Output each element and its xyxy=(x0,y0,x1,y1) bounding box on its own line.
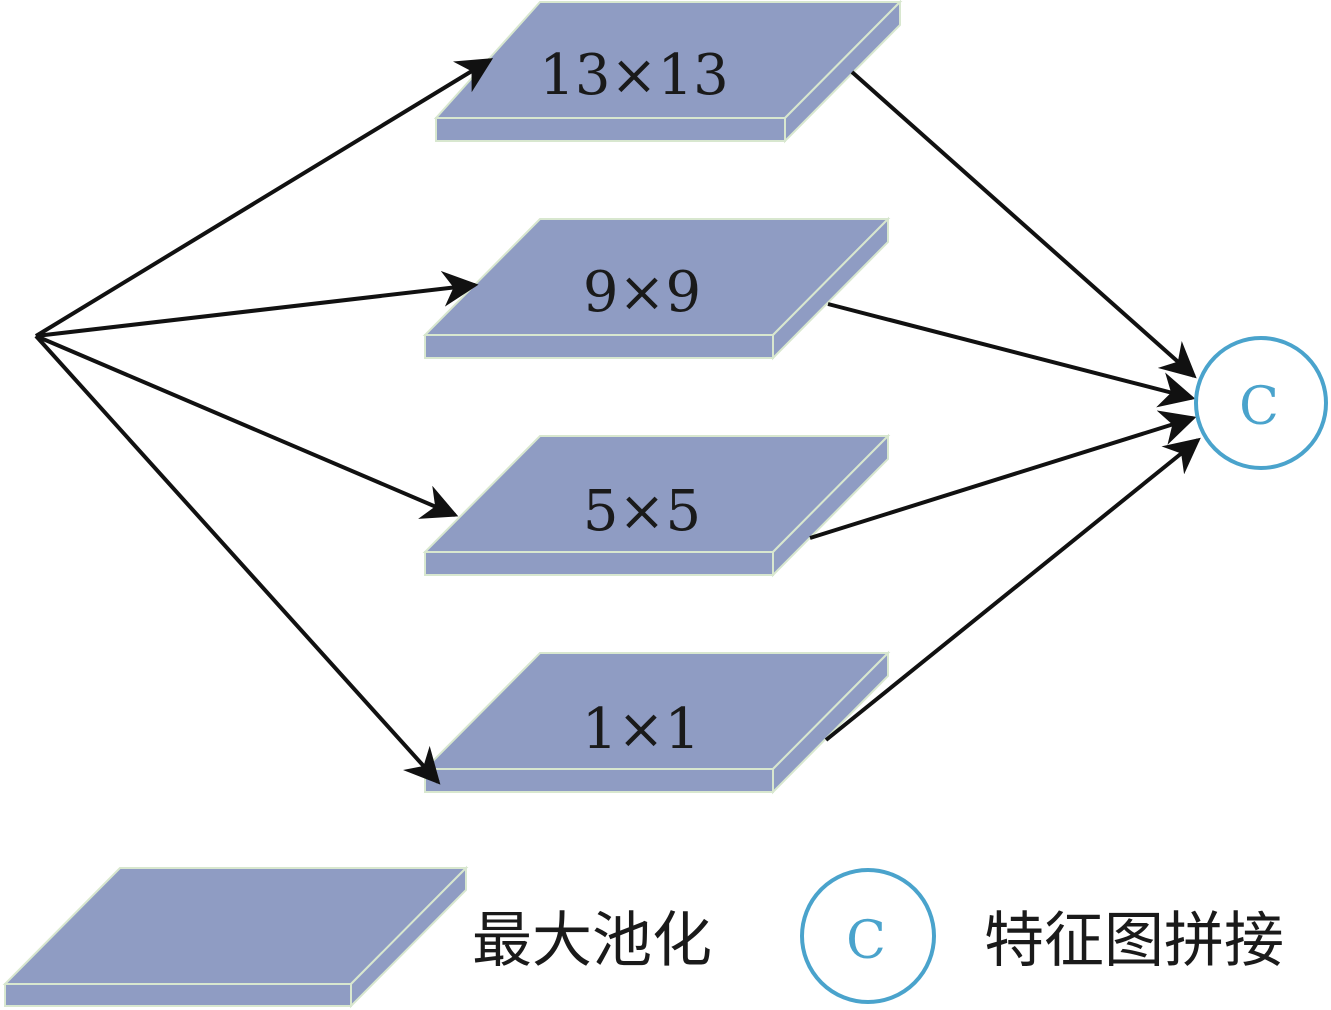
arrow-input-to-5x5 xyxy=(35,334,459,519)
slab-side xyxy=(784,0,901,144)
slab-front xyxy=(424,768,774,793)
slab-front xyxy=(424,551,774,576)
arrow-input-to-13x13 xyxy=(34,58,494,338)
concat-node: C xyxy=(1194,336,1328,470)
legend: 最大池化 C 特征图拼接 xyxy=(2,865,1284,1009)
slab-side xyxy=(772,216,889,361)
legend-pooling-label: 最大池化 xyxy=(472,906,712,976)
pool-branch-5x5: 5×5 xyxy=(422,433,891,578)
legend-concat-symbol: C xyxy=(846,911,886,971)
input-arrows xyxy=(34,58,494,785)
pool-branch-1x1: 1×1 xyxy=(422,650,891,795)
arrow-5x5-to-concat xyxy=(809,410,1197,540)
legend-concat-label: 特征图拼接 xyxy=(984,906,1284,976)
concat-circle xyxy=(1194,336,1328,470)
legend-concat-swatch: C xyxy=(800,868,936,1004)
slab-front xyxy=(435,117,786,142)
pool-branch-9x9: 9×9 xyxy=(422,216,891,361)
arrow-1x1-to-concat xyxy=(824,437,1201,742)
legend-pooling-swatch xyxy=(2,865,469,1009)
arrow-input-to-1x1 xyxy=(34,334,441,785)
pool-branch-13x13: 13×13 xyxy=(433,0,903,144)
arrow-9x9-to-concat xyxy=(827,302,1196,408)
arrow-13x13-to-concat xyxy=(850,70,1197,379)
slab-front xyxy=(424,334,774,359)
kernel-label-5x5: 5×5 xyxy=(583,479,701,544)
output-arrows xyxy=(809,70,1201,742)
slab-side xyxy=(772,433,889,578)
arrow-input-to-9x9 xyxy=(35,270,479,338)
concat-symbol: C xyxy=(1239,377,1279,437)
kernel-label-9x9: 9×9 xyxy=(583,260,701,325)
kernel-label-1x1: 1×1 xyxy=(582,697,700,762)
kernel-label-13x13: 13×13 xyxy=(539,43,728,108)
slab-side xyxy=(772,650,889,795)
